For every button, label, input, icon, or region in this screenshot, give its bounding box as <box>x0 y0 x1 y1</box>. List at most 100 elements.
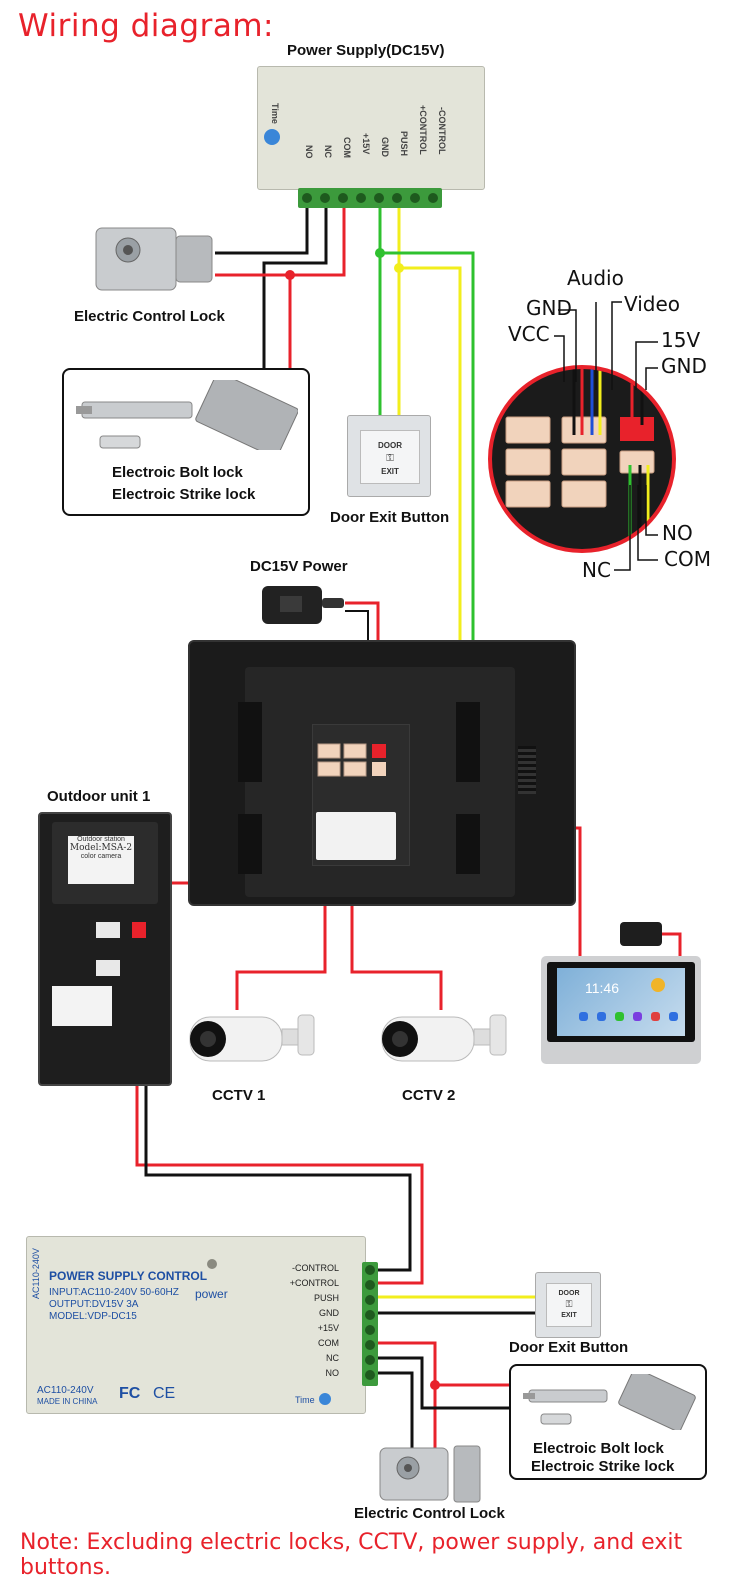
bolt-lock-icon <box>76 380 298 450</box>
top-psu-label: Power Supply(DC15V) <box>287 42 445 59</box>
outdoor-wiring-sticker <box>52 986 112 1026</box>
connector-label-audio: Audio <box>567 266 624 290</box>
outdoor-port-red <box>132 922 146 938</box>
outdoor-sticker-line1: Outdoor station <box>77 836 125 843</box>
second-monitor-clock: 11:46 <box>585 980 619 996</box>
bottom-psu-output: OUTPUT:DV15V 3A <box>49 1299 139 1310</box>
cctv-1-label: CCTV 1 <box>212 1087 266 1104</box>
cctv-1 <box>180 1005 320 1075</box>
door-exit-bottom-label: Door Exit Button <box>509 1339 629 1356</box>
outdoor-unit-label: Outdoor unit 1 <box>47 788 151 805</box>
connector-label-gnd1: GND <box>526 296 572 320</box>
bottom-psu-box: AC110-240V POWER SUPPLY CONTROL INPUT:AC… <box>26 1236 366 1414</box>
strike-lock-bottom-label: Electroic Strike lock <box>531 1458 675 1475</box>
bottom-term-nc: NC <box>326 1353 339 1363</box>
connector-label-no: NO <box>662 521 693 545</box>
door-exit-plate: DOOR ⚿ EXIT <box>546 1283 592 1327</box>
outdoor-sticker-line3: color camera <box>80 853 122 860</box>
top-psu-term-gnd: GND <box>380 137 390 157</box>
wire-nc-black <box>262 200 328 370</box>
second-monitor-screen[interactable]: 11:46 <box>557 968 685 1036</box>
app-icon-2[interactable] <box>597 1012 606 1021</box>
door-exit-button-top[interactable]: DOOR ⚿ EXIT <box>347 415 431 497</box>
cctv-2 <box>372 1005 512 1075</box>
outdoor-port-2 <box>96 960 120 976</box>
door-exit-text1: DOOR <box>378 441 402 450</box>
bolt-lock-bottom-label: Electroic Bolt lock <box>533 1440 664 1457</box>
electric-control-lock-top <box>88 222 218 294</box>
wire-bottom-com-red <box>376 1341 437 1480</box>
home-icon[interactable] <box>669 1012 678 1021</box>
outdoor-unit: Outdoor station Model:MSA-2 color camera <box>38 812 172 1086</box>
junction-red-bottom <box>430 1380 440 1390</box>
bottom-term-no: NO <box>325 1368 340 1378</box>
camera-icon <box>381 1014 507 1062</box>
wire-adapter2-red <box>660 932 682 960</box>
sun-icon <box>651 978 665 992</box>
terminal-screws-icon <box>302 193 438 203</box>
monitor-bracket-left <box>238 702 262 782</box>
key-icon: ⚿ <box>565 1299 573 1309</box>
power-adapter-icon <box>262 586 344 624</box>
second-monitor: 11:46 <box>541 956 701 1064</box>
top-psu-time: Time <box>270 103 280 124</box>
wire-com-red <box>215 200 346 277</box>
bottom-psu-power: power <box>195 1287 228 1301</box>
bottom-term-gnd: GND <box>319 1308 339 1318</box>
outdoor-port-1 <box>96 922 120 938</box>
bottom-psu-side: AC110-240V <box>31 1248 41 1299</box>
electric-control-lock-bottom <box>376 1442 486 1504</box>
connector-label-video: Video <box>624 292 681 316</box>
app-icon-5[interactable] <box>651 1012 660 1021</box>
junction-red-top <box>285 270 295 280</box>
bottom-psu-bottom1: AC110-240V <box>37 1385 94 1396</box>
bolt-lock-icon <box>523 1374 696 1430</box>
top-psu-terminal-block <box>298 188 442 208</box>
monitor-bracket-left-low <box>238 814 262 874</box>
fc-mark: FC <box>119 1385 141 1402</box>
door-exit-text1: DOOR <box>558 1290 580 1297</box>
app-icon-1[interactable] <box>579 1012 588 1021</box>
bottom-psu-bottom2: MADE IN CHINA <box>37 1397 98 1406</box>
top-psu-term-com: COM <box>342 137 352 158</box>
wire-bottom-nc-black <box>376 1356 510 1410</box>
app-icon-4[interactable] <box>633 1012 642 1021</box>
connector-callout-lines <box>554 301 658 571</box>
door-exit-button-bottom[interactable]: DOOR ⚿ EXIT <box>535 1272 601 1338</box>
second-monitor-bezel: 11:46 <box>547 962 695 1042</box>
connector-label-15v: 15V <box>661 328 701 352</box>
ce-mark: CE <box>153 1385 176 1402</box>
bottom-term-mcontrol: -CONTROL <box>292 1263 339 1273</box>
page-title: Wiring diagram: <box>18 8 274 44</box>
camera-icon <box>189 1014 315 1062</box>
connector-detail-icon <box>505 369 655 549</box>
bolt-lock-top-label: Electroic Bolt lock <box>112 464 243 481</box>
power-led <box>207 1259 217 1269</box>
indoor-monitor-back <box>188 640 576 906</box>
bolt-strike-lock-box-bottom: Electroic Bolt lock Electroic Strike loc… <box>509 1364 707 1480</box>
top-psu-term-pcontrol: +CONTROL <box>418 105 428 155</box>
top-psu-term-mcontrol: -CONTROL <box>437 107 447 155</box>
phone-icon[interactable] <box>615 1012 624 1021</box>
bottom-term-push: PUSH <box>313 1293 339 1303</box>
wire-bottom-no-black <box>376 1371 414 1480</box>
terminal-screws-icon <box>365 1265 375 1380</box>
monitor-bracket-right <box>456 702 480 782</box>
bottom-psu-model: MODEL:VDP-DC15 <box>49 1311 137 1322</box>
monitor-ports-icon <box>317 743 386 777</box>
bottom-term-15v: +15V <box>317 1323 339 1333</box>
bottom-psu-terminal-block <box>362 1262 378 1386</box>
top-psu-box: Time NO NC COM +15V GND PUSH +CONTROL -C… <box>257 66 485 190</box>
electric-control-lock-bottom-label: Electric Control Lock <box>354 1505 505 1522</box>
bolt-strike-lock-box-top: Electroic Bolt lock Electroic Strike loc… <box>62 368 310 516</box>
monitor-spec-sticker <box>316 812 396 860</box>
time-icon <box>264 129 280 145</box>
time-icon <box>319 1393 331 1405</box>
key-icon: ⚿ <box>386 453 394 464</box>
bottom-psu-input: INPUT:AC110-240V 50-60HZ <box>49 1287 179 1298</box>
connector-label-gnd2: GND <box>661 354 707 378</box>
connector-zoom-circle <box>488 365 676 553</box>
top-psu-term-push: PUSH <box>399 131 409 157</box>
bottom-psu-time: Time <box>295 1395 315 1405</box>
door-exit-text2: EXIT <box>381 467 399 476</box>
